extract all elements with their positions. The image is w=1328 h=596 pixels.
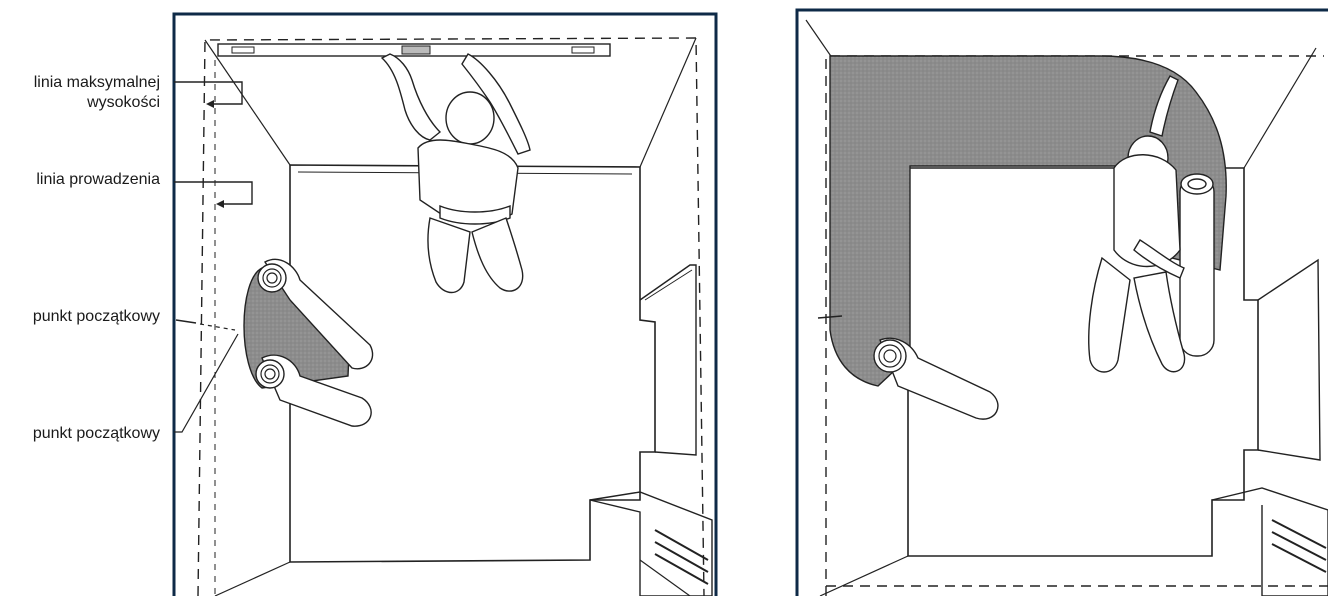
left-upper-roll-end bbox=[258, 264, 286, 292]
arrow-max-height bbox=[174, 82, 242, 104]
left-person-figure bbox=[382, 54, 530, 293]
left-alcove-door bbox=[640, 265, 696, 455]
left-alcove-door-edge bbox=[645, 270, 692, 300]
left-panel bbox=[174, 14, 716, 596]
start-point-tick-1b bbox=[200, 324, 235, 330]
right-radiator-pipe-1 bbox=[1272, 520, 1326, 548]
arrow-max-height-head bbox=[206, 100, 214, 108]
arrow-guide-line-head bbox=[216, 200, 224, 208]
left-radiator-box bbox=[590, 492, 712, 596]
left-lower-roll-end bbox=[256, 360, 284, 388]
left-vent-3 bbox=[572, 47, 594, 53]
left-radiator-pipe-1 bbox=[655, 530, 708, 560]
arrow-guide-line bbox=[174, 182, 252, 204]
left-vent-2 bbox=[402, 46, 430, 54]
left-diagonal-bottom-right bbox=[640, 560, 690, 596]
left-vent-1 bbox=[232, 47, 254, 53]
left-radiator-pipe-3 bbox=[655, 554, 708, 584]
right-diagonal-bottom-left bbox=[820, 556, 908, 596]
right-radiator-pipe-2 bbox=[1272, 532, 1326, 560]
right-radiator-pipe-3 bbox=[1272, 544, 1326, 572]
left-radiator-pipe-2 bbox=[655, 542, 708, 572]
left-diagonal-top-left bbox=[205, 40, 290, 165]
left-diagonal-bottom-left bbox=[215, 562, 290, 596]
right-diagonal-top-right bbox=[1244, 48, 1316, 168]
right-radiator-box bbox=[1212, 488, 1328, 596]
start-point-tick-1 bbox=[176, 320, 196, 323]
right-panel bbox=[797, 10, 1328, 596]
left-diagonal-top-right bbox=[640, 38, 696, 167]
right-alcove-door bbox=[1258, 260, 1320, 460]
arrow-start-point-2 bbox=[174, 334, 238, 432]
